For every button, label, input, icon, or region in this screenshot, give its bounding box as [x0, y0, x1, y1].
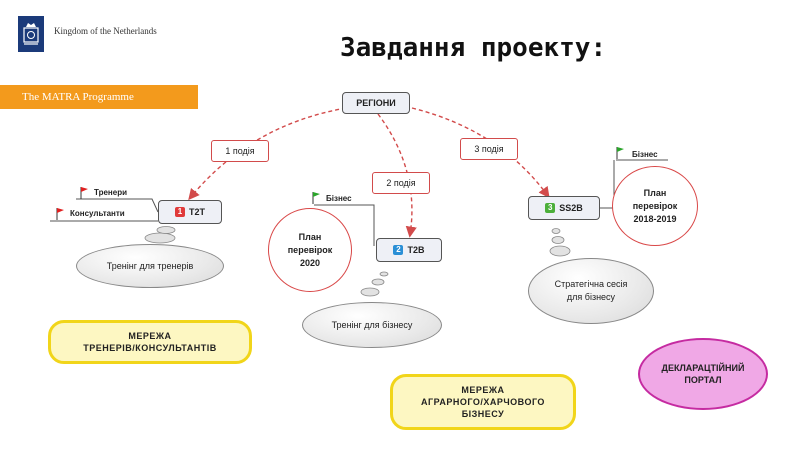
red-flag-icon	[80, 187, 88, 199]
thought-dot	[156, 226, 176, 234]
green-flag-icon	[312, 192, 320, 204]
logo-block: Kingdom of the Netherlands	[0, 0, 200, 60]
thought-dot	[144, 232, 176, 244]
flag-label-business-ss2b: Бізнес	[632, 150, 658, 159]
thought-dot	[551, 228, 561, 234]
plan-2020-circle: План перевірок 2020	[268, 208, 352, 292]
number-3-icon: 3	[545, 203, 556, 213]
bubble-training-business: Тренінг для бізнесу	[302, 302, 442, 348]
edge-root-t2t	[188, 107, 347, 201]
t2t-label: T2T	[188, 207, 205, 217]
bubble-training-trainers: Тренінг для тренерів	[76, 244, 224, 288]
edge-label-1: 1 подія	[211, 140, 269, 162]
netherlands-crest-icon	[18, 16, 44, 52]
kingdom-label: Kingdom of the Netherlands	[54, 26, 157, 36]
number-2-icon: 2	[393, 245, 404, 255]
flag-label-business-t2b: Бізнес	[326, 194, 352, 203]
t2t-node: 1 T2T	[158, 200, 222, 224]
page-title: Завдання проекту:	[340, 33, 607, 63]
bubble-strategic-session: Стратегічна сесія для бізнесу	[528, 258, 654, 324]
flag-label-trainers: Тренери	[94, 188, 128, 197]
crest-graphic	[23, 23, 39, 45]
red-flag-icon	[56, 208, 64, 220]
t2b-node: 2 T2B	[376, 238, 442, 262]
thought-dot	[551, 236, 565, 244]
network-trainers-callout: МЕРЕЖА ТРЕНЕРІВ/КОНСУЛЬТАНТІВ	[48, 320, 252, 364]
ss2b-node: 3 SS2B	[528, 196, 600, 220]
edge-label-2: 2 подія	[372, 172, 430, 194]
ss2b-label: SS2B	[559, 203, 583, 213]
t2b-label: T2B	[407, 245, 425, 255]
plan-2018-2019-circle: План перевірок 2018-2019	[612, 166, 698, 246]
edge-label-3: 3 подія	[460, 138, 518, 160]
thought-dot	[360, 287, 380, 297]
thought-dot	[549, 245, 571, 257]
flag-label-consultants: Консультанти	[70, 209, 125, 218]
number-1-icon: 1	[174, 207, 185, 217]
network-agri-callout: МЕРЕЖА АГРАРНОГО/ХАРЧОВОГО БІЗНЕСУ	[390, 374, 576, 430]
flag-line-business-t2b	[314, 204, 375, 246]
flag-line-trainers	[76, 198, 159, 213]
programme-banner: The MATRA Programme	[0, 85, 198, 109]
thought-dot	[379, 271, 389, 277]
declaration-portal-callout: ДЕКЛАРАЦТІЙНИЙ ПОРТАЛ	[638, 338, 768, 410]
root-node: РЕГІОНИ	[342, 92, 410, 114]
thought-dot	[371, 278, 385, 286]
green-flag-icon	[616, 147, 624, 159]
root-label: РЕГІОНИ	[356, 98, 396, 108]
